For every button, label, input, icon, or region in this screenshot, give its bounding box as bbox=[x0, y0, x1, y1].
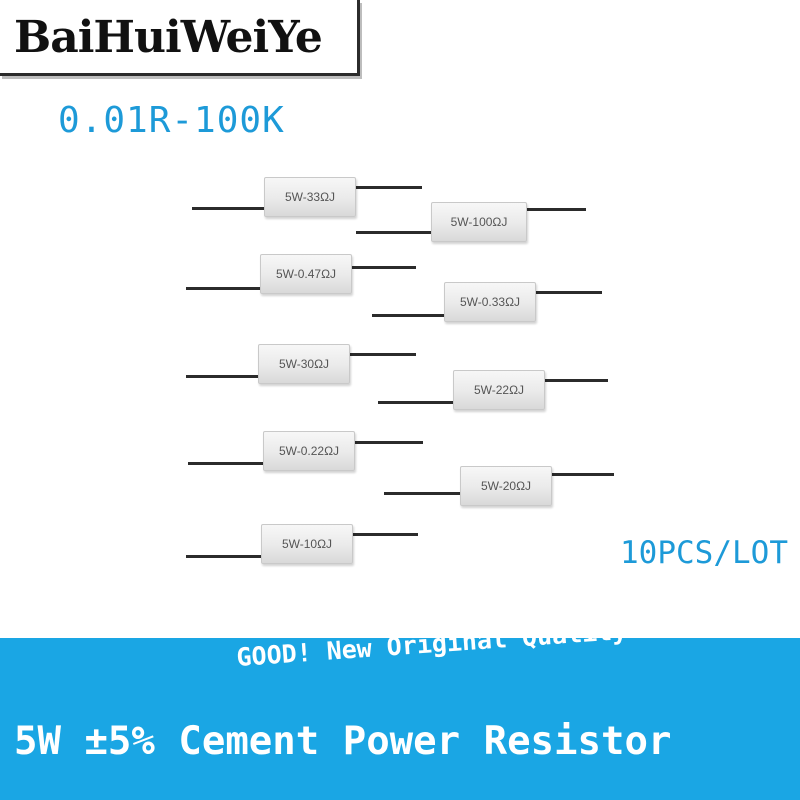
resistor-lead bbox=[192, 207, 272, 210]
resistor-label: 5W-0.33ΩJ bbox=[459, 295, 521, 309]
resistor-label: 5W-20ΩJ bbox=[480, 479, 532, 493]
resistor-4: 5W-0.33ΩJ bbox=[372, 279, 612, 329]
resistor-body: 5W-0.33ΩJ bbox=[444, 282, 536, 322]
resistor-body: 5W-100ΩJ bbox=[431, 202, 527, 242]
resistor-lead bbox=[186, 375, 266, 378]
resistor-lead bbox=[186, 555, 266, 558]
resistor-lead bbox=[384, 492, 464, 495]
resistor-8: 5W-20ΩJ bbox=[384, 463, 624, 513]
resistor-lead bbox=[346, 533, 418, 536]
resistor-9: 5W-10ΩJ bbox=[186, 520, 426, 570]
resistor-lead bbox=[188, 462, 268, 465]
resistor-lead bbox=[538, 379, 608, 382]
resistor-lead bbox=[516, 208, 586, 211]
resistor-body: 5W-22ΩJ bbox=[453, 370, 545, 410]
resistor-6: 5W-22ΩJ bbox=[378, 366, 618, 416]
resistor-label: 5W-30ΩJ bbox=[278, 357, 330, 371]
resistor-lead bbox=[378, 401, 458, 404]
brand-name: BaiHuiWeiYe bbox=[14, 12, 323, 63]
resistor-body: 5W-0.47ΩJ bbox=[260, 254, 352, 294]
resistor-7: 5W-0.22ΩJ bbox=[188, 427, 428, 477]
bottom-banner: GOOD! New Original Quality 5W ±5% Cement… bbox=[0, 616, 800, 800]
quality-slogan: GOOD! New Original Quality bbox=[235, 615, 628, 673]
resistor-body: 5W-20ΩJ bbox=[460, 466, 552, 506]
resistor-body: 5W-30ΩJ bbox=[258, 344, 350, 384]
product-title: 5W ±5% Cement Power Resistor bbox=[14, 719, 672, 764]
resistor-body: 5W-33ΩJ bbox=[264, 177, 356, 217]
resistor-lead bbox=[356, 231, 436, 234]
resistor-1: 5W-33ΩJ bbox=[192, 175, 432, 225]
resistor-2: 5W-100ΩJ bbox=[356, 200, 596, 250]
resistor-body: 5W-0.22ΩJ bbox=[263, 431, 355, 471]
resistor-lead bbox=[186, 287, 266, 290]
resistor-label: 5W-0.47ΩJ bbox=[275, 267, 337, 281]
resistance-range: 0.01R-100K bbox=[58, 100, 285, 141]
resistor-label: 5W-0.22ΩJ bbox=[278, 444, 340, 458]
resistor-lead bbox=[372, 314, 452, 317]
resistor-lead bbox=[544, 473, 614, 476]
brand-logo: BaiHuiWeiYe bbox=[0, 0, 360, 76]
resistor-label: 5W-33ΩJ bbox=[284, 190, 336, 204]
resistor-lead bbox=[352, 186, 422, 189]
resistor-body: 5W-10ΩJ bbox=[261, 524, 353, 564]
resistor-3: 5W-0.47ΩJ bbox=[186, 251, 426, 301]
resistor-5: 5W-30ΩJ bbox=[186, 340, 426, 390]
quantity-label: 10PCS/LOT bbox=[620, 535, 788, 571]
resistor-label: 5W-22ΩJ bbox=[473, 383, 525, 397]
resistor-lead bbox=[348, 441, 423, 444]
resistor-label: 5W-100ΩJ bbox=[450, 215, 508, 229]
resistor-label: 5W-10ΩJ bbox=[281, 537, 333, 551]
resistor-lead bbox=[532, 291, 602, 294]
resistor-lead bbox=[346, 266, 416, 269]
resistor-lead bbox=[346, 353, 416, 356]
